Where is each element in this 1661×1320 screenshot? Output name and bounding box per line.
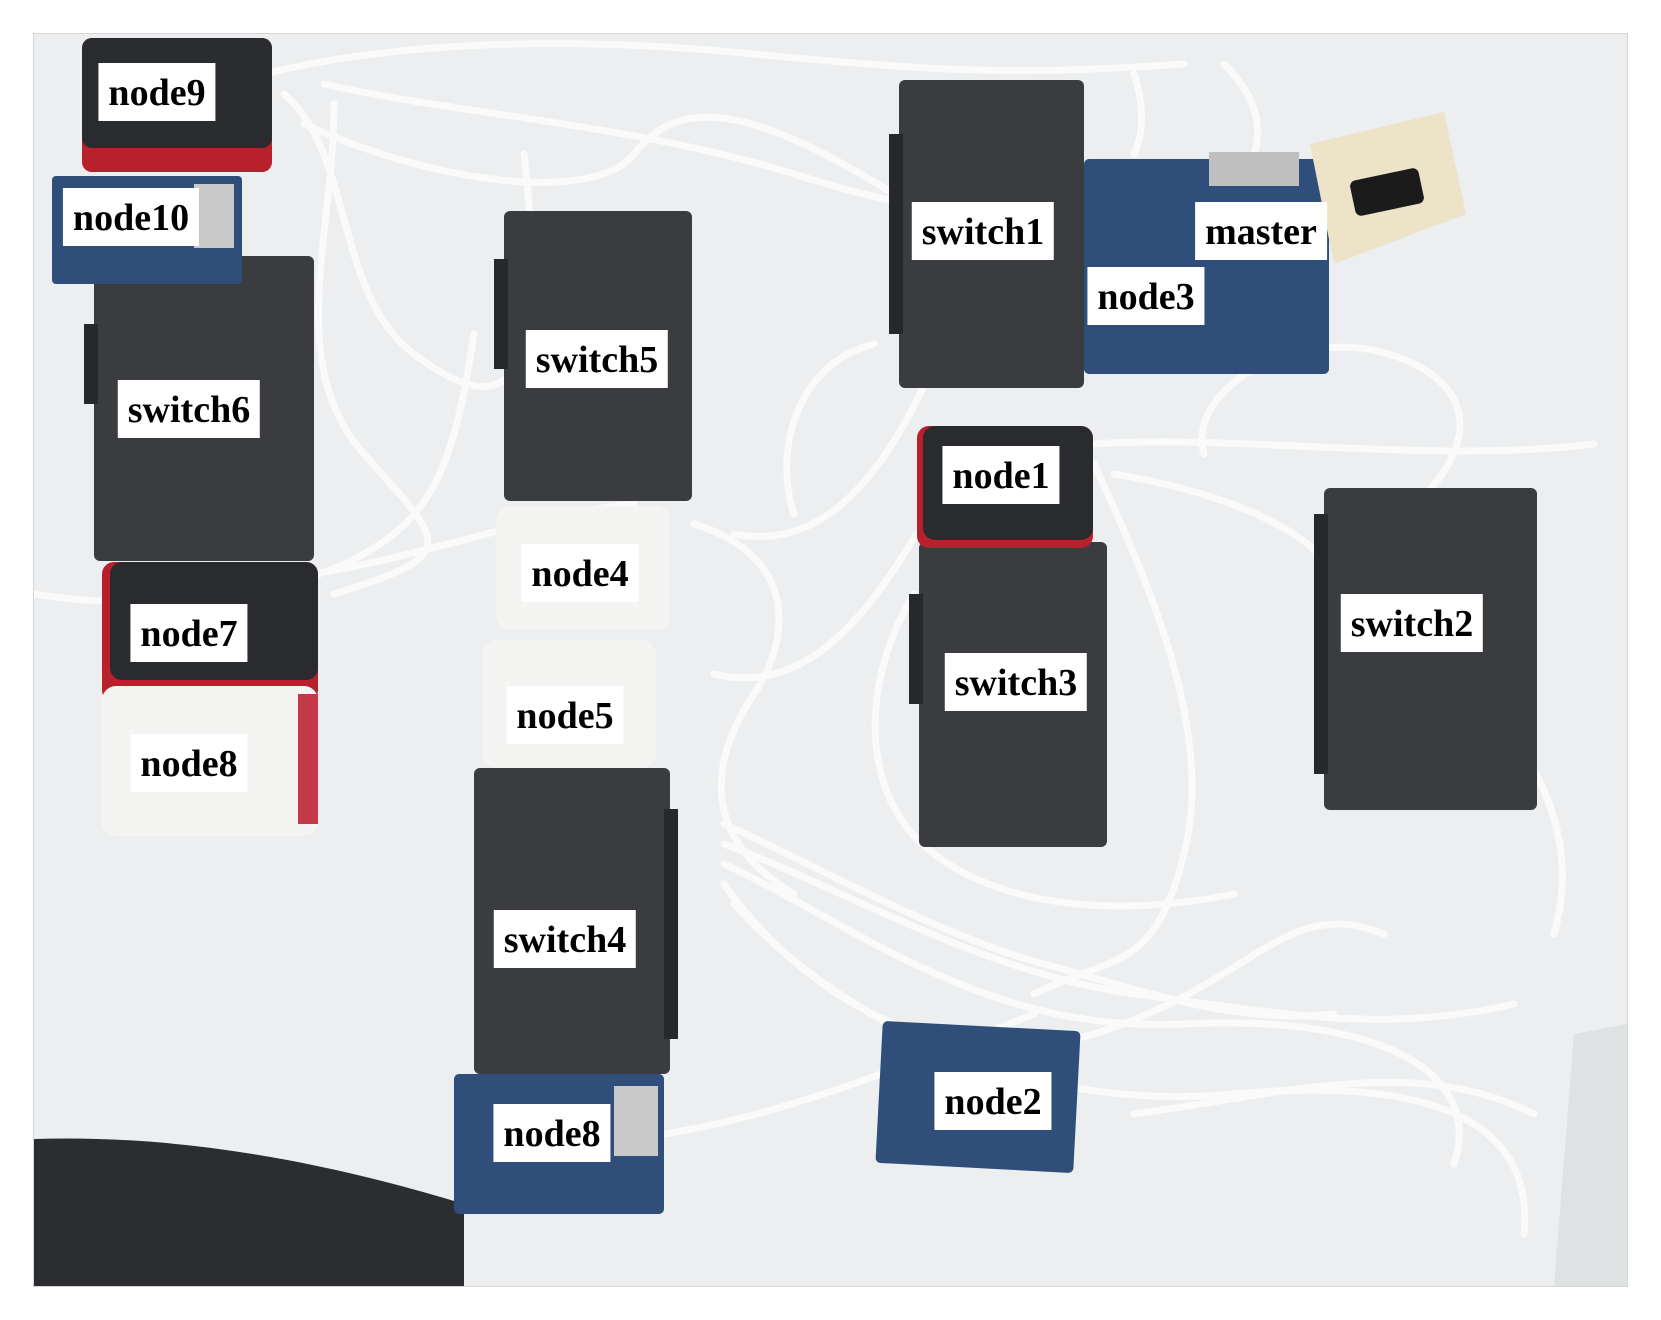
label-switch2: switch2 [1340, 594, 1484, 652]
label-node10: node10 [62, 188, 200, 246]
label-node4: node4 [521, 544, 639, 602]
label-switch4: switch4 [493, 910, 637, 968]
label-node8-top: node8 [130, 734, 248, 792]
label-node9: node9 [98, 63, 216, 121]
label-switch5: switch5 [525, 330, 669, 388]
cluster-scene [34, 34, 1627, 1286]
floor-shadow [34, 1138, 464, 1286]
switch5-port-strip [494, 259, 508, 369]
switch2-port-strip [1314, 514, 1328, 774]
switch3-port-strip [909, 594, 923, 704]
switch6-port-strip [84, 324, 98, 404]
label-node5: node5 [506, 686, 624, 744]
label-node3: node3 [1087, 267, 1205, 325]
label-switch6: switch6 [117, 380, 261, 438]
label-switch3: switch3 [944, 653, 1088, 711]
hardware-cluster-photo: node9 node10 switch6 switch5 switch1 mas… [34, 34, 1627, 1286]
switch1-port-strip [889, 134, 903, 334]
label-node7: node7 [130, 604, 248, 662]
label-master: master [1195, 202, 1327, 260]
master-ports [1209, 152, 1299, 186]
switch4-port-strip [664, 809, 678, 1039]
label-node1: node1 [942, 446, 1060, 504]
node8-bottom-ports [614, 1086, 658, 1156]
label-node2: node2 [934, 1072, 1052, 1130]
label-node8-bottom: node8 [493, 1104, 611, 1162]
table-edge-right [1554, 1024, 1627, 1286]
node8-top-stripe [298, 694, 318, 824]
node10-ports [194, 184, 234, 248]
mount-block-slot [1350, 168, 1424, 216]
label-switch1: switch1 [911, 202, 1055, 260]
